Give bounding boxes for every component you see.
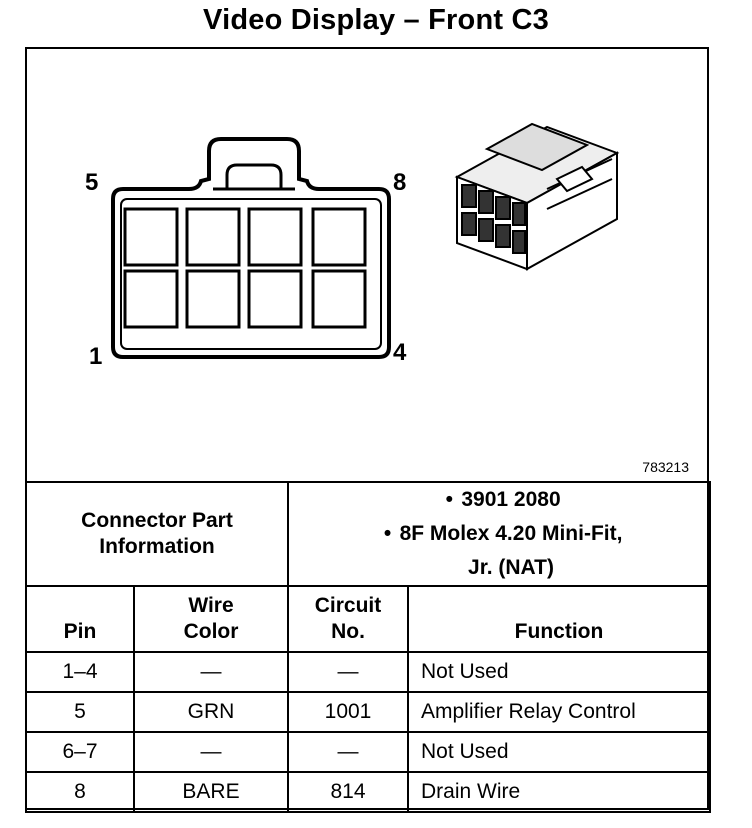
cell-pin: 5 bbox=[25, 691, 135, 733]
cell-circuit: — bbox=[287, 731, 409, 773]
cell-function: Not Used bbox=[407, 651, 711, 693]
connector-info-list: •3901 2080 •8F Molex 4.20 Mini-Fit, Jr. … bbox=[287, 481, 711, 587]
cavity-1 bbox=[123, 269, 179, 329]
connector-info-item: •3901 2080 bbox=[445, 488, 561, 511]
pin-label-bottom-right: 4 bbox=[393, 339, 407, 366]
connector-info-label-line1: Connector Part bbox=[81, 509, 233, 532]
cell-circuit: 1001 bbox=[287, 691, 409, 733]
cell-pin: 1–4 bbox=[25, 651, 135, 693]
diagram-title: Video Display – Front C3 bbox=[203, 4, 549, 36]
cell-function: Drain Wire bbox=[407, 771, 711, 813]
cell-pin: 8 bbox=[25, 771, 135, 813]
connector-info-label-line2: Information bbox=[99, 535, 215, 558]
table-row: 8 BARE 814 Drain Wire bbox=[25, 771, 711, 813]
pin-table: Connector Part Information •3901 2080 •8… bbox=[25, 481, 711, 813]
cavity-5 bbox=[123, 207, 179, 267]
cell-function: Amplifier Relay Control bbox=[407, 691, 711, 733]
pin-label-top-left: 5 bbox=[85, 169, 99, 196]
cell-function: Not Used bbox=[407, 731, 711, 773]
cavity-8 bbox=[311, 207, 367, 267]
cell-wire-color: GRN bbox=[133, 691, 289, 733]
cell-pin: 6–7 bbox=[25, 731, 135, 773]
table-row: 5 GRN 1001 Amplifier Relay Control bbox=[25, 691, 711, 733]
cell-wire-color: — bbox=[133, 651, 289, 693]
cavity-6 bbox=[185, 207, 241, 267]
connector-3d-view bbox=[454, 122, 620, 271]
figure-number: 783213 bbox=[642, 459, 689, 475]
connector-info-item: •8F Molex 4.20 Mini-Fit, bbox=[383, 522, 623, 545]
pin-label-bottom-left: 1 bbox=[89, 343, 103, 370]
cell-wire-color: — bbox=[133, 731, 289, 773]
connector-info-item-continued: Jr. (NAT) bbox=[468, 556, 554, 579]
pin-label-top-right: 8 bbox=[393, 169, 407, 196]
cavity-7 bbox=[247, 207, 303, 267]
cell-circuit: — bbox=[287, 651, 409, 693]
table-row: 6–7 — — Not Used bbox=[25, 731, 711, 773]
connector-info-row: Connector Part Information •3901 2080 •8… bbox=[25, 481, 711, 587]
cavity-2 bbox=[185, 269, 241, 329]
connector-latch bbox=[225, 163, 283, 189]
connector-frame: 5 8 1 4 783213 Connector Part Informatio… bbox=[25, 47, 711, 813]
diagram-area: 5 8 1 4 783213 bbox=[27, 49, 707, 481]
table-row: 1–4 — — Not Used bbox=[25, 651, 711, 693]
header-function: Function bbox=[407, 585, 711, 653]
cell-circuit: 814 bbox=[287, 771, 409, 813]
cavity-4 bbox=[311, 269, 367, 329]
cavity-3 bbox=[247, 269, 303, 329]
header-pin: Pin bbox=[25, 585, 135, 653]
connector-face-drawing bbox=[111, 122, 620, 359]
connector-info-label: Connector Part Information bbox=[25, 481, 289, 587]
cell-wire-color: BARE bbox=[133, 771, 289, 813]
